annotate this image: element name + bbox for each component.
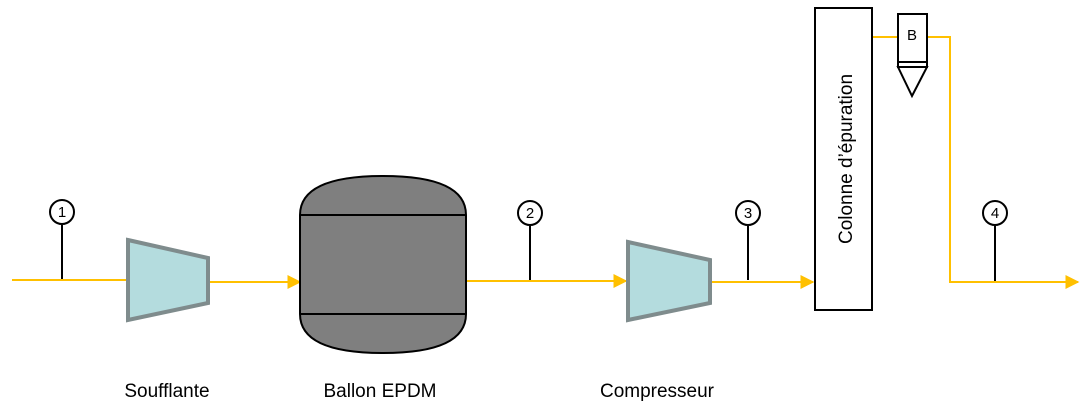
- purification-column: [814, 7, 873, 311]
- stream-number: 1: [58, 204, 66, 221]
- valve-b: B: [896, 13, 929, 99]
- stream-marker-2: 2: [517, 200, 543, 280]
- column-label: Colonne d’épuration: [836, 74, 857, 244]
- tank-label: Ballon EPDM: [324, 381, 437, 402]
- stream-number: 3: [744, 205, 752, 222]
- stream-marker-4: 4: [982, 200, 1008, 281]
- stream-marker-1: 1: [49, 199, 75, 279]
- blower-label: Soufflante: [124, 381, 209, 402]
- stream-marker-3: 3: [735, 200, 761, 280]
- valve-triangle-icon: [896, 66, 929, 99]
- valve-label: B: [907, 27, 917, 44]
- tank-icon: [299, 174, 467, 355]
- stream-number: 4: [991, 205, 999, 222]
- stream-number: 2: [526, 205, 534, 222]
- compressor-icon: [626, 239, 712, 323]
- blower-icon: [126, 237, 210, 323]
- compressor-label: Compresseur: [600, 381, 715, 402]
